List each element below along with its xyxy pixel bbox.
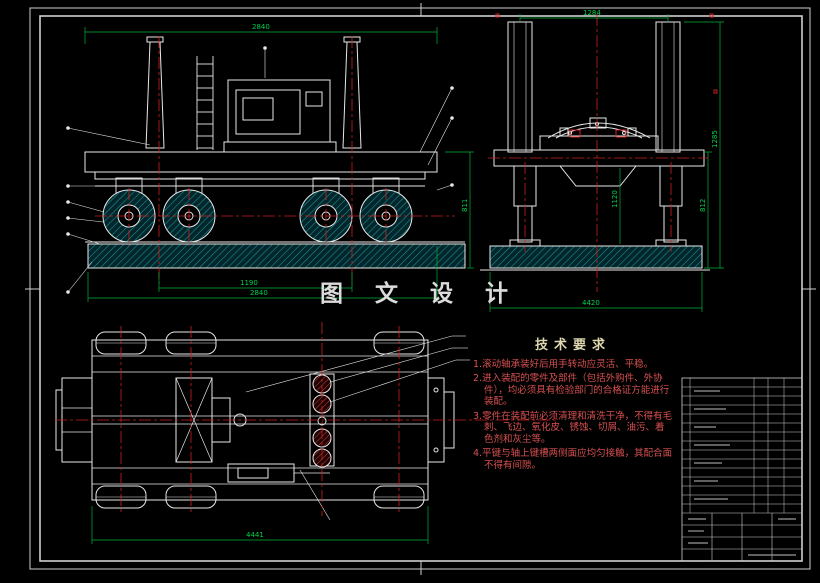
dim-front-height: 811 [461,199,469,212]
saddle-arch [539,117,659,151]
front-dimensions: 2840 1190 2840 811 [84,23,474,302]
end-view [480,13,718,271]
right-column [655,21,681,153]
main-frame-beam [84,151,438,173]
front-view [66,36,466,294]
dim-end-outer-height: 1285 [711,130,719,148]
frame-plate [94,171,426,180]
title-block [681,377,803,562]
base-block [87,243,466,269]
left-column [507,21,533,153]
ladder [196,56,214,150]
technical-requirements: 技术要求 1.滚动轴承装好后用手转动应灵活、平稳。 2.进入装配的零件及部件（包… [473,338,673,474]
tech-requirement-item: 1.滚动轴承装好后用手转动应灵活、平稳。 [473,358,654,370]
tech-requirement-item: 3.零件在装配前必须清理和清洗干净，不得有毛刺、飞边、氧化皮、锈蚀、切屑、油污、… [473,410,673,445]
dim-end-top: 1284 [583,9,601,17]
end-dimensions: 1284 812 1285 1120 4420 [489,9,724,312]
suspension [95,177,425,195]
plan-view [55,331,470,521]
plan-leaders [245,335,470,521]
pump-unit [227,463,330,483]
dim-front-bottom-inner: 1190 [240,279,258,287]
red-markers [495,13,718,138]
beam-bracket [558,165,638,187]
tech-requirement-item: 4.平键与轴上键槽两侧面应均匀接触，其配合面不得有间隙。 [473,448,673,471]
tech-requirements-title: 技术要求 [534,338,611,353]
end-base-block [489,245,703,269]
titleblock-text-placeholder [688,390,796,556]
dim-end-inner-height: 812 [699,199,707,212]
part-leaders [66,46,454,294]
dim-end-center-height: 1120 [611,190,619,208]
tech-requirement-item: 2.进入装配的零件及部件（包括外购件、外协件），均必须具有检验部门的合格证方能进… [473,373,670,407]
end-centerlines [488,14,708,292]
engine-box [223,79,337,153]
dim-end-bottom: 4420 [582,299,600,307]
left-stack [145,36,165,149]
sheet-border [25,3,816,575]
dim-front-top: 2840 [252,23,270,31]
title-grid [682,513,802,561]
watermark-text: 图 文 设 计 [320,281,521,307]
plan-centerlines [55,322,556,516]
plan-dimensions: 4441 [91,506,429,544]
dim-plan-width: 4441 [246,531,264,539]
front-centerlines [95,36,455,284]
dim-front-bottom-outer: 2840 [250,289,268,297]
